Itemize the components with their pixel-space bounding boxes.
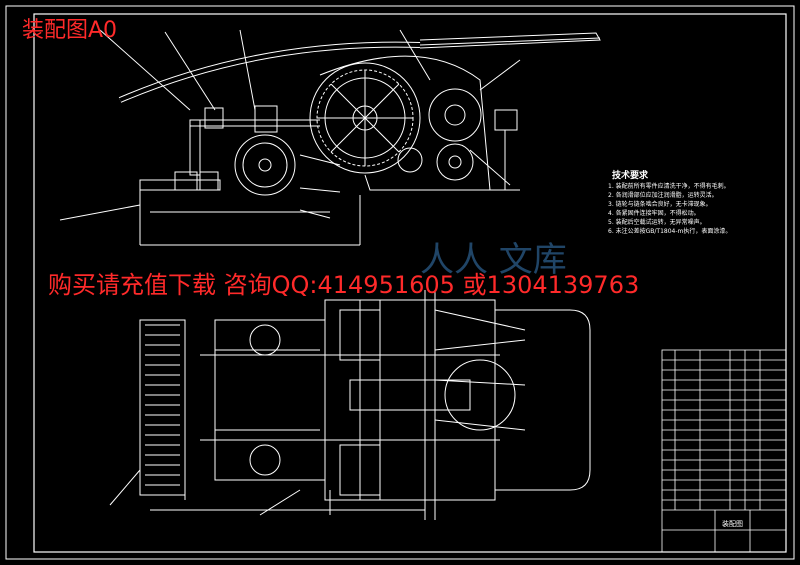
tech-requirement-line: 6. 未注公差按GB/T1804-m执行，表面涂漆。 — [608, 228, 732, 235]
promo-text: 购买请充值下载 咨询QQ:414951605 或1304139763 — [48, 271, 640, 299]
outer-frame — [5, 5, 795, 560]
plan-view — [109, 290, 591, 520]
tech-requirement-line: 5. 装配后空载试运转，无异常噪声。 — [608, 219, 706, 226]
elevation-view — [59, 29, 601, 246]
watermark-logo: 人人 文库 — [420, 240, 567, 280]
tech-requirement-line: 1. 装配前所有零件应清洗干净，不得有毛刺。 — [608, 183, 730, 190]
drawing-title-overlay: 装配图A0 — [22, 18, 118, 43]
title-block-drawing-name: 装配图 — [722, 520, 743, 528]
tech-requirement-line: 2. 各润滑部位应加注润滑脂，运转灵活。 — [608, 192, 718, 199]
tech-requirements-list: 1. 装配前所有零件应清洗干净，不得有毛刺。 2. 各润滑部位应加注润滑脂，运转… — [608, 182, 780, 236]
inner-frame — [33, 13, 787, 553]
tech-requirement-line: 3. 链轮与链条啮合良好，无卡滞现象。 — [608, 201, 712, 208]
title-block — [661, 349, 787, 553]
tech-requirement-line: 4. 各紧固件连接牢固，不得松动。 — [608, 210, 700, 217]
tech-requirements-title: 技术要求 — [612, 171, 649, 181]
